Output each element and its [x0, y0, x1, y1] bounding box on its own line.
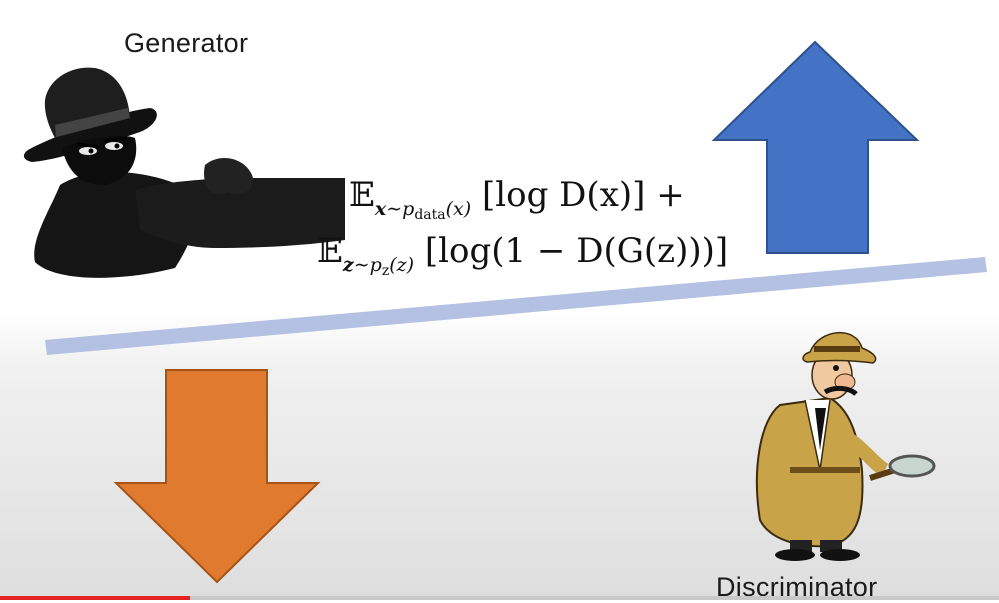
hooded-thief-icon [23, 67, 345, 278]
video-progress-bar[interactable] [0, 596, 999, 600]
subscript-var: x [374, 198, 387, 220]
formula-line-2: 𝔼z∼pz(z) [log(1 − D(G(z)))] [317, 231, 729, 278]
subscript-var: z [342, 254, 354, 276]
expectation-subscript: x∼pdata(x) [374, 198, 472, 223]
subscript-dist-sub: z [381, 263, 390, 279]
subscript-dist-sub: data [414, 207, 446, 223]
formula-body-1: [log D(x)] + [481, 175, 685, 215]
expectation-subscript: z∼pz(z) [342, 254, 415, 279]
subscript-dist: p [369, 254, 382, 276]
down-arrow-icon [113, 369, 321, 584]
seesaw-bar [45, 257, 987, 355]
expectation-symbol: 𝔼 [349, 175, 375, 215]
expectation-symbol: 𝔼 [317, 231, 343, 271]
video-progress-fill [0, 596, 190, 600]
subscript-dist: p [402, 198, 415, 220]
detective-icon [755, 332, 936, 561]
up-arrow-icon [711, 40, 920, 254]
formula-body-2: [log(1 − D(G(z)))] [424, 231, 729, 271]
subscript-arg: (x) [445, 198, 472, 220]
formula-line-1: 𝔼x∼pdata(x) [log D(x)] + [349, 175, 685, 222]
subscript-arg: (z) [389, 254, 415, 276]
generator-label: Generator [124, 28, 249, 58]
